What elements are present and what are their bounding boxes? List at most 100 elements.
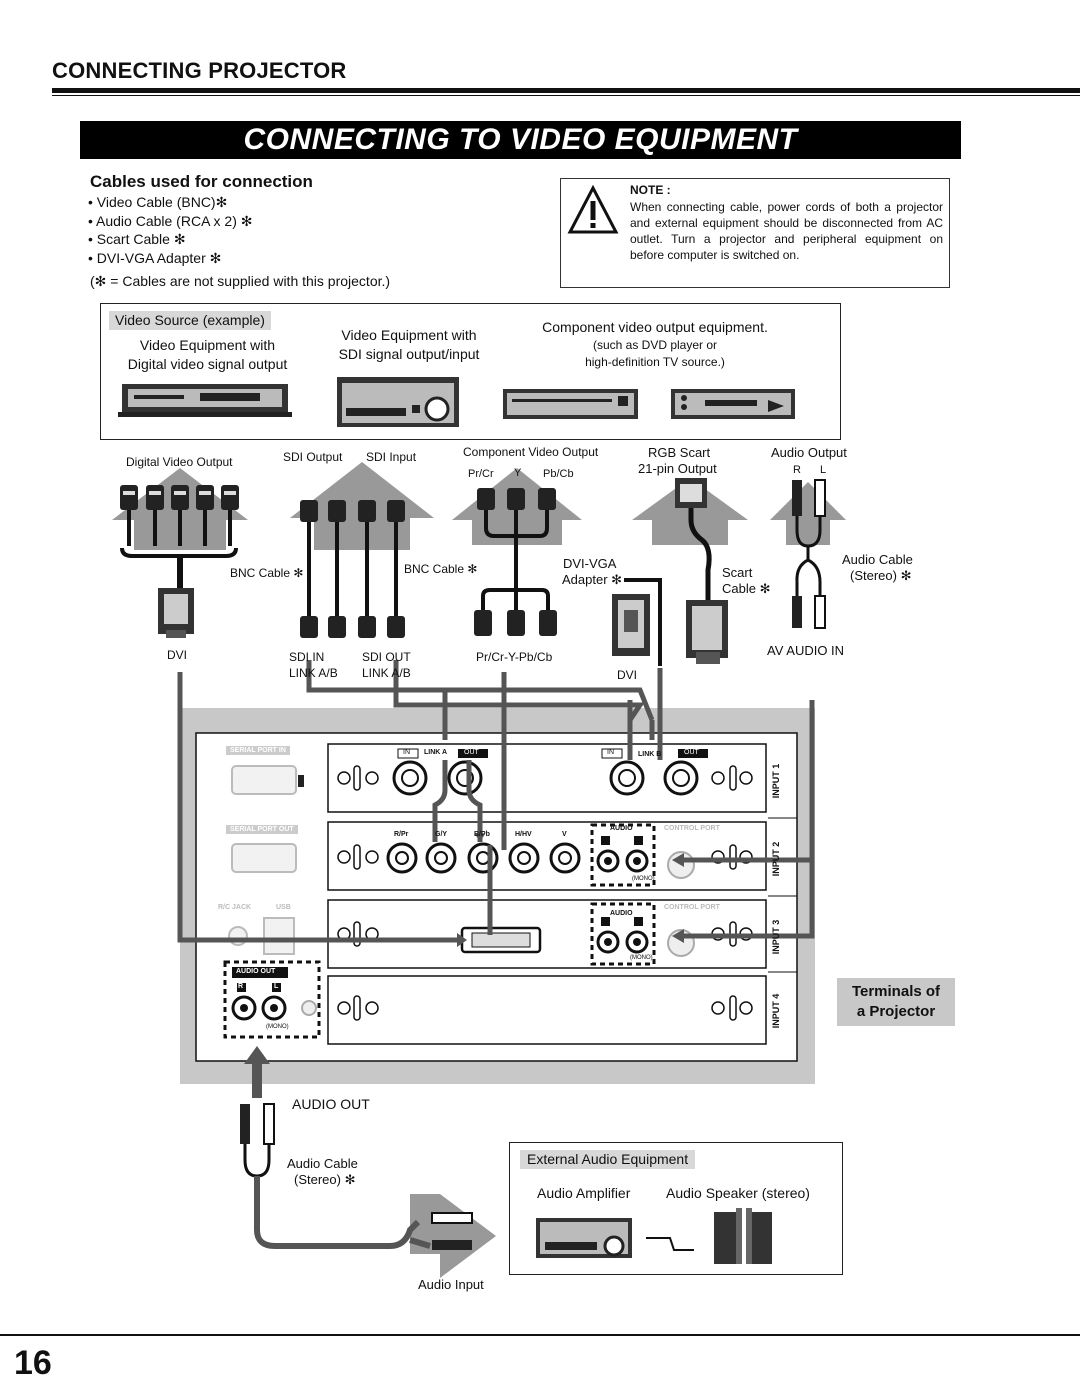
in1-label: IN bbox=[403, 749, 410, 756]
input1-bnc-jacks bbox=[392, 748, 708, 796]
input3-label: INPUT 3 bbox=[771, 919, 781, 955]
input1-label: INPUT 1 bbox=[771, 763, 781, 799]
bottom-audio-cable-label-2: (Stereo) ✻ bbox=[294, 1172, 356, 1187]
cable-item: • Audio Cable (RCA x 2) ✻ bbox=[88, 212, 253, 229]
panel-audio-out-label: AUDIO OUT bbox=[236, 968, 276, 975]
in2-label: IN bbox=[607, 749, 614, 756]
cables-footnote: (✻ = Cables are not supplied with this p… bbox=[90, 273, 391, 289]
bnc-cable-label-1: BNC Cable ✻ bbox=[230, 566, 304, 580]
connection-lines bbox=[177, 660, 815, 943]
sdi-output-label: SDI Output bbox=[283, 450, 343, 464]
sdi-input-label: SDI Input bbox=[366, 450, 417, 464]
sdi-equipment-line1: Video Equipment with bbox=[341, 327, 477, 343]
dvi-vga-adapter bbox=[612, 578, 662, 666]
out1-label: OUT bbox=[464, 749, 479, 756]
sdi-device-icon bbox=[337, 377, 459, 427]
comp-y-label: Y bbox=[514, 467, 522, 479]
audio-cable-label-1: Audio Cable bbox=[842, 552, 913, 567]
bpb-label: B/Pb bbox=[474, 831, 490, 838]
dvi-port bbox=[460, 926, 542, 954]
dvi-vga-label-2: Adapter ✻ bbox=[562, 572, 623, 587]
input2-audio-jacks bbox=[590, 823, 656, 887]
connection-arrowheads bbox=[457, 834, 684, 947]
audio2-label: AUDIO bbox=[610, 825, 633, 832]
audio-cable-label-2: (Stereo) ✻ bbox=[850, 568, 912, 583]
cable-item: • Video Cable (BNC)✻ bbox=[88, 194, 228, 210]
audio-l-label: L bbox=[820, 464, 827, 476]
scart-cable-label-2: Cable ✻ bbox=[722, 581, 771, 596]
mono3-label: (MONO) bbox=[630, 955, 653, 961]
panel-r-label: R bbox=[238, 983, 244, 990]
component-equipment-line1: Component video output equipment. bbox=[542, 319, 768, 335]
out2-label: OUT bbox=[684, 749, 699, 756]
digital-output-label: Digital Video Output bbox=[126, 455, 233, 469]
cables-heading: Cables used for connection bbox=[90, 172, 313, 191]
rgb-scart-pin-label: 21-pin Output bbox=[638, 461, 717, 476]
link-b-label: LINK B bbox=[638, 751, 662, 758]
terminals-label: Terminals of a Projector bbox=[837, 978, 955, 1026]
rc-jack-label: R/C JACK bbox=[218, 904, 252, 911]
rpr-label: R/Pr bbox=[394, 831, 409, 838]
panel-audio-out bbox=[223, 960, 321, 1039]
sdi-cables bbox=[300, 500, 405, 638]
av-audio-in-label: AV AUDIO IN bbox=[767, 643, 845, 658]
page-number: 16 bbox=[14, 1344, 52, 1382]
speaker-wire bbox=[646, 1237, 694, 1251]
header-rule bbox=[52, 88, 1080, 93]
header-rule-thin bbox=[52, 95, 1080, 96]
sdi-out-label: SDI OUT bbox=[362, 650, 411, 664]
link-a-label: LINK A bbox=[424, 749, 448, 756]
cables-list: • Video Cable (BNC)✻ • Audio Cable (RCA … bbox=[88, 193, 252, 267]
speaker-icon bbox=[714, 1208, 772, 1264]
usb-label: USB bbox=[276, 904, 291, 911]
digital-equipment-line1: Video Equipment with bbox=[139, 337, 276, 353]
serial-port-mark bbox=[298, 775, 304, 787]
panel-mono-label: (MONO) bbox=[266, 1024, 289, 1030]
hhv-label: H/HV bbox=[515, 831, 532, 838]
audio-out-label: AUDIO OUT bbox=[292, 1096, 370, 1112]
panel-l-label: L bbox=[274, 983, 279, 990]
input3-audio-jacks bbox=[590, 902, 656, 966]
video-source-box bbox=[100, 303, 841, 440]
serial-in-label: SERIAL PORT IN bbox=[226, 746, 290, 755]
component-connector-label: Pr/Cr-Y-Pb/Cb bbox=[476, 650, 553, 664]
sdi-in-link-label: LINK A/B bbox=[289, 666, 338, 680]
digital-bnc-connectors bbox=[120, 485, 239, 558]
sdi-out-link-label: LINK A/B bbox=[362, 666, 411, 680]
input-dividers bbox=[768, 817, 797, 973]
digital-equipment-line2: Digital video signal output bbox=[127, 356, 288, 372]
bottom-audio-cable bbox=[240, 1103, 473, 1250]
cable-item: • DVI-VGA Adapter ✻ bbox=[88, 249, 222, 266]
input2-label: INPUT 2 bbox=[771, 841, 781, 877]
note-heading: NOTE : bbox=[630, 183, 671, 197]
video-source-label: Video Source (example) bbox=[109, 311, 271, 330]
input4-label: INPUT 4 bbox=[771, 993, 781, 1029]
component-output-label: Component Video Output bbox=[463, 445, 599, 459]
dvi-vga-label-1: DVI-VGA bbox=[563, 556, 617, 571]
audio-out-arrow bbox=[244, 1046, 270, 1098]
mono2-label: (MONO) bbox=[632, 876, 655, 882]
bnc-cable-label-2: BNC Cable ✻ bbox=[404, 562, 478, 576]
digital-video-device-icon bbox=[118, 384, 292, 417]
section-title: CONNECTING PROJECTOR bbox=[52, 58, 347, 83]
audio-input-label: Audio Input bbox=[418, 1277, 484, 1292]
input2-bnc-jacks bbox=[386, 842, 581, 874]
audio3-label: AUDIO bbox=[610, 910, 633, 917]
scart-cable-label-1: Scart bbox=[722, 565, 753, 580]
control-port3-label: CONTROL PORT bbox=[664, 904, 720, 911]
dvi-adapter-label: DVI bbox=[617, 668, 638, 682]
audio-r-label: R bbox=[793, 464, 801, 476]
scart-cable bbox=[675, 478, 728, 664]
sdi-equipment-line2: SDI signal output/input bbox=[338, 346, 480, 362]
audio-rca-cable bbox=[792, 479, 826, 629]
comp-pb-label: Pb/Cb bbox=[543, 468, 574, 480]
page-title-banner: CONNECTING TO VIDEO EQUIPMENT bbox=[80, 121, 961, 159]
component-equipment-line3: high-definition TV source.) bbox=[585, 355, 725, 369]
dvi-label: DVI bbox=[167, 648, 188, 662]
dvd-player-icon bbox=[503, 389, 638, 419]
amplifier-icon bbox=[536, 1218, 632, 1258]
comp-pr-label: Pr/Cr bbox=[468, 468, 494, 480]
external-audio-box bbox=[509, 1142, 843, 1275]
component-cable bbox=[474, 488, 557, 636]
audio-output-label: Audio Output bbox=[771, 445, 847, 460]
